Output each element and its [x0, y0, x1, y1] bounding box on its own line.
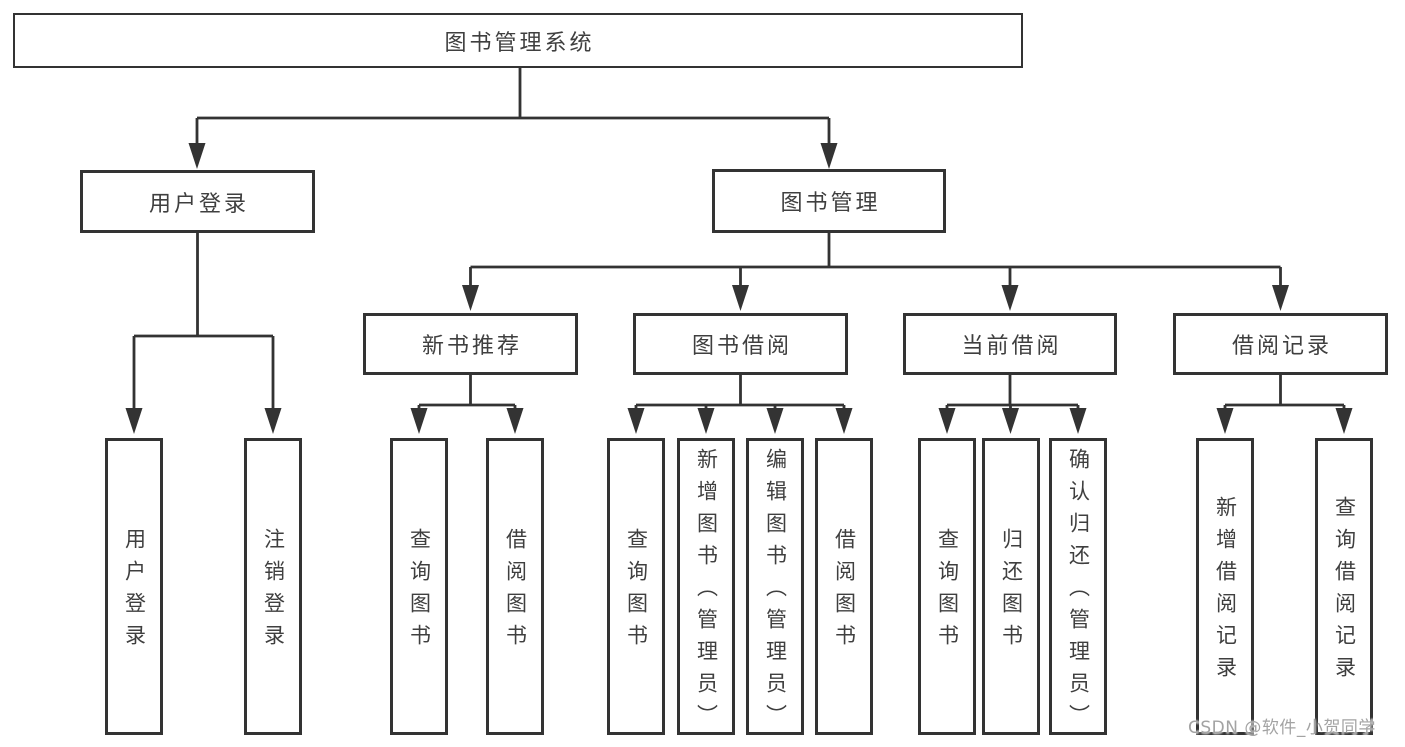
connector-records-to-leaves	[1216, 375, 1353, 434]
leaf-user-login-label: 用户登录	[122, 528, 147, 656]
connector-mgmt-to-level3	[462, 233, 1289, 311]
connector-login-to-leaves	[125, 233, 282, 434]
leaf-query-books-borrow-label: 查询图书	[624, 528, 649, 656]
leaf-logout: 注销登录	[244, 438, 302, 735]
node-book-borrow: 图书借阅	[633, 313, 848, 375]
leaf-borrow-books-label: 借阅图书	[832, 528, 857, 656]
arrow-icon	[627, 408, 645, 434]
leaf-query-borrow-record: 查询借阅记录	[1315, 438, 1373, 735]
node-user-login: 用户登录	[80, 170, 315, 233]
leaf-query-books-borrow: 查询图书	[607, 438, 665, 735]
node-root-system: 图书管理系统	[13, 13, 1023, 68]
arrow-icon	[125, 408, 143, 434]
node-root-label: 图书管理系统	[444, 30, 595, 56]
leaf-add-borrow-record-label: 新增借阅记录	[1213, 496, 1238, 688]
arrow-icon	[410, 408, 428, 434]
leaf-confirm-return-admin: 确认归还（管理员）	[1049, 438, 1107, 736]
arrow-icon	[835, 408, 853, 434]
node-new-book-recommend: 新书推荐	[363, 313, 578, 375]
node-borrow-records-label: 借阅记录	[1231, 334, 1332, 359]
arrow-icon	[1001, 285, 1019, 311]
leaf-logout-label: 注销登录	[261, 528, 286, 656]
node-current-borrow: 当前借阅	[903, 313, 1117, 375]
node-user-login-label: 用户登录	[148, 191, 249, 217]
arrow-icon	[1002, 408, 1019, 434]
arrow-icon	[188, 143, 206, 169]
leaf-query-books-current: 查询图书	[918, 438, 976, 735]
leaf-query-books-recommend: 查询图书	[390, 438, 448, 735]
leaf-return-book-label: 归还图书	[999, 528, 1024, 656]
leaf-add-book-admin-label: 新增图书（管理员）	[694, 448, 719, 736]
arrow-icon	[264, 408, 282, 434]
node-book-management: 图书管理	[712, 169, 946, 233]
connector-recommend-to-leaves	[410, 375, 524, 434]
leaf-edit-book-admin: 编辑图书（管理员）	[746, 438, 804, 736]
arrow-icon	[1069, 408, 1087, 434]
leaf-borrow-books: 借阅图书	[815, 438, 873, 735]
node-borrow-records: 借阅记录	[1173, 313, 1388, 375]
arrow-icon	[462, 285, 479, 311]
connector-root-to-level2	[188, 68, 838, 169]
leaf-edit-book-admin-label: 编辑图书（管理员）	[763, 448, 788, 736]
arrow-icon	[506, 408, 524, 434]
arrow-icon	[1216, 408, 1234, 434]
arrow-icon	[732, 285, 749, 311]
node-new-book-recommend-label: 新书推荐	[421, 334, 522, 359]
leaf-confirm-return-admin-label: 确认归还（管理员）	[1066, 448, 1091, 736]
leaf-add-book-admin: 新增图书（管理员）	[677, 438, 735, 736]
arrow-icon	[766, 408, 784, 434]
node-book-management-label: 图书管理	[780, 191, 881, 216]
leaf-add-borrow-record: 新增借阅记录	[1196, 438, 1254, 735]
node-book-borrow-label: 图书借阅	[691, 334, 792, 359]
arrow-icon	[1272, 285, 1289, 311]
leaf-query-books-recommend-label: 查询图书	[407, 528, 432, 656]
arrow-icon	[938, 408, 956, 434]
leaf-borrow-books-recommend: 借阅图书	[486, 438, 544, 735]
leaf-user-login: 用户登录	[105, 438, 163, 735]
arrow-icon	[820, 143, 838, 169]
leaf-query-books-current-label: 查询图书	[935, 528, 960, 656]
connector-current-to-leaves	[938, 375, 1087, 434]
arrow-icon	[697, 408, 715, 434]
leaf-borrow-books-recommend-label: 借阅图书	[503, 528, 528, 656]
arrow-icon	[1335, 408, 1353, 434]
leaf-query-borrow-record-label: 查询借阅记录	[1332, 496, 1357, 688]
connector-borrow-to-leaves	[627, 375, 853, 434]
leaf-return-book: 归还图书	[982, 438, 1040, 735]
csdn-watermark: CSDN @软件_小贺同学	[1188, 718, 1376, 738]
node-current-borrow-label: 当前借阅	[961, 334, 1062, 359]
